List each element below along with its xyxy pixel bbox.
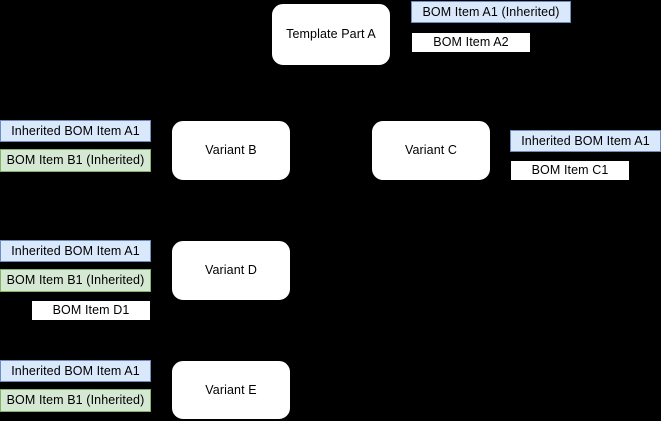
bom-item-a2-label: BOM Item A2	[433, 35, 509, 50]
bom-item-a1-inherited[interactable]: BOM Item A1 (Inherited)	[411, 1, 571, 23]
variant-e-inherited-bom-item-a1-label: Inherited BOM Item A1	[11, 363, 140, 378]
variant-e-bom-item-b1-inherited[interactable]: BOM Item B1 (Inherited)	[0, 389, 151, 412]
variant-c-bom-item-c1-label: BOM Item C1	[531, 163, 609, 178]
node-template-part-a[interactable]: Template Part A	[271, 3, 391, 66]
variant-c-inherited-bom-item-a1[interactable]: Inherited BOM Item A1	[510, 130, 661, 152]
node-variant-e[interactable]: Variant E	[171, 360, 291, 420]
variant-d-inherited-bom-item-a1[interactable]: Inherited BOM Item A1	[0, 240, 151, 262]
variant-c-bom-item-c1[interactable]: BOM Item C1	[510, 160, 630, 181]
variant-b-bom-item-b1-inherited[interactable]: BOM Item B1 (Inherited)	[0, 149, 151, 172]
variant-e-bom-item-b1-inherited-label: BOM Item B1 (Inherited)	[6, 393, 145, 408]
node-variant-c-label: Variant C	[404, 143, 458, 158]
variant-b-inherited-bom-item-a1-label: Inherited BOM Item A1	[11, 123, 140, 138]
node-variant-d[interactable]: Variant D	[171, 240, 291, 301]
variant-d-bom-item-d1-label: BOM Item D1	[52, 303, 130, 318]
node-variant-b-label: Variant B	[205, 143, 257, 158]
variant-b-inherited-bom-item-a1[interactable]: Inherited BOM Item A1	[0, 120, 151, 142]
node-template-part-a-label: Template Part A	[286, 27, 376, 42]
variant-d-inherited-bom-item-a1-label: Inherited BOM Item A1	[11, 243, 140, 258]
variant-b-bom-item-b1-inherited-label: BOM Item B1 (Inherited)	[6, 153, 145, 168]
node-variant-e-label: Variant E	[205, 382, 257, 397]
node-variant-c[interactable]: Variant C	[371, 120, 491, 181]
variant-d-bom-item-b1-inherited-label: BOM Item B1 (Inherited)	[6, 273, 145, 288]
variant-c-inherited-bom-item-a1-label: Inherited BOM Item A1	[521, 133, 650, 148]
bom-item-a2[interactable]: BOM Item A2	[411, 32, 531, 53]
bom-item-a1-inherited-label: BOM Item A1 (Inherited)	[422, 4, 560, 19]
node-variant-d-label: Variant D	[204, 263, 258, 278]
variant-d-bom-item-b1-inherited[interactable]: BOM Item B1 (Inherited)	[0, 269, 151, 292]
variant-d-bom-item-d1[interactable]: BOM Item D1	[31, 300, 151, 321]
node-variant-b[interactable]: Variant B	[171, 120, 291, 181]
variant-e-inherited-bom-item-a1[interactable]: Inherited BOM Item A1	[0, 360, 151, 382]
